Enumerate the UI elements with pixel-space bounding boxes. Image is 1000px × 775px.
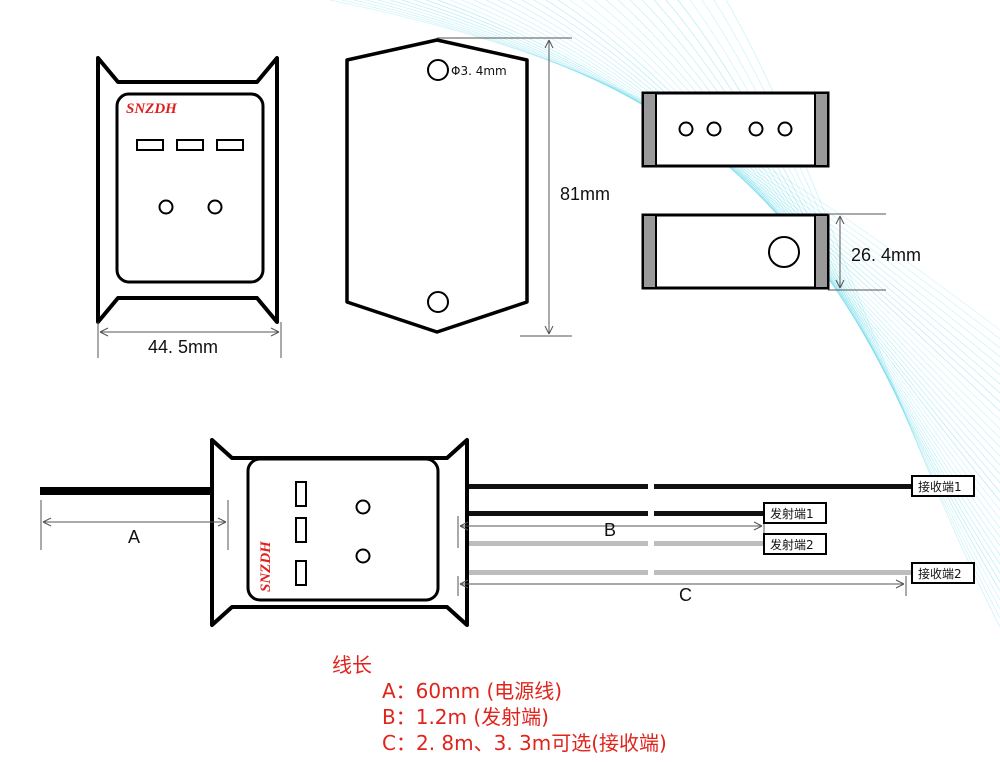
controller-indicator-slot-2 <box>295 517 307 543</box>
controller-indicator-slot-1 <box>295 481 307 507</box>
wire-port-1 <box>678 121 694 137</box>
controller-indicator-slot-3 <box>295 560 307 586</box>
wiring-view: SNZDH A B C <box>40 438 975 627</box>
wire-length-spec: 线长 A：60mm (电源线) B：1.2m (发射端) C：2. 8m、3. … <box>332 652 667 756</box>
front-view: SNZDH 44. 5mm <box>96 56 282 358</box>
side-view-bottom: 26. 4mm <box>641 213 921 291</box>
back-view: Φ3. 4mm 81mm <box>345 37 610 337</box>
depth-dimension-label: 26. 4mm <box>851 245 921 265</box>
width-dimension-label: 44. 5mm <box>148 337 218 357</box>
receiver2-tag: 接收端2 <box>911 562 975 584</box>
wave-line <box>485 0 1000 448</box>
receiver1-tag-label: 接收端1 <box>918 479 962 494</box>
wave-line <box>497 0 1000 457</box>
emitter1-wire-a <box>455 511 648 516</box>
front-indicator-slot-2 <box>176 139 204 151</box>
controller-inner-panel <box>246 457 440 602</box>
depth-dimension <box>828 213 886 291</box>
length-a-label: A <box>128 527 140 547</box>
back-view-outline <box>345 38 529 334</box>
back-mounting-hole-bottom <box>427 291 449 313</box>
back-mounting-hole-top <box>427 59 449 81</box>
wave-line <box>461 0 1000 430</box>
controller-hole-top <box>355 499 371 515</box>
wave-line <box>701 0 1000 610</box>
side-view-top-end-right <box>814 92 829 167</box>
front-view-inner-panel <box>115 92 265 284</box>
side-view-top <box>641 91 830 168</box>
front-indicator-slot-1 <box>136 139 164 151</box>
power-cable-port <box>768 236 800 268</box>
emitter1-wire-b <box>654 511 764 516</box>
emitter2-tag-label: 发射端2 <box>770 537 814 552</box>
wave-line <box>521 0 1000 475</box>
spec-title: 线长 <box>332 653 372 677</box>
receiver2-wire-b <box>654 570 912 575</box>
spec-length-a: A：60mm (电源线) <box>382 679 563 703</box>
wire-port-3 <box>748 121 764 137</box>
wave-line <box>473 0 1000 439</box>
length-b-dimension <box>457 516 765 548</box>
receiver2-wire-a <box>455 570 648 575</box>
length-c-label: C <box>679 585 692 605</box>
spec-length-b: B：1.2m (发射端) <box>382 705 549 729</box>
side-view-bottom-end-left <box>642 214 657 289</box>
emitter1-tag: 发射端1 <box>763 502 827 524</box>
width-dimension <box>97 322 282 358</box>
emitter2-tag: 发射端2 <box>763 533 827 555</box>
receiver1-tag: 接收端1 <box>911 475 975 497</box>
length-b-label: B <box>604 520 616 540</box>
side-view-top-end-left <box>642 92 657 167</box>
height-dimension-label: 81mm <box>560 184 610 204</box>
side-view-bottom-body <box>641 213 830 290</box>
length-c-dimension <box>457 576 907 596</box>
wire-port-2 <box>706 121 722 137</box>
emitter1-tag-label: 发射端1 <box>770 506 814 521</box>
receiver1-wire-a <box>455 484 648 489</box>
side-view-bottom-end-right <box>814 214 829 289</box>
emitter2-wire-a <box>455 541 648 546</box>
wave-line <box>509 0 1000 466</box>
wire-port-4 <box>777 121 793 137</box>
emitter2-wire-b <box>654 541 764 546</box>
hole-diameter-label: Φ3. 4mm <box>451 64 507 78</box>
front-brand-logo: SNZDH <box>126 101 178 117</box>
controller-hole-bottom <box>355 548 371 564</box>
receiver2-tag-label: 接收端2 <box>918 566 962 581</box>
spec-length-c: C：2. 8m、3. 3m可选(接收端) <box>382 731 667 755</box>
front-hole-left <box>158 199 174 215</box>
wave-line <box>725 0 1000 628</box>
wave-line <box>533 0 1000 484</box>
wave-line <box>689 0 1000 601</box>
controller-brand-logo: SNZDH <box>258 540 274 592</box>
wave-line <box>677 0 1000 592</box>
length-a-dimension <box>40 500 229 550</box>
receiver1-wire-b <box>654 484 912 489</box>
height-dimension <box>437 37 572 337</box>
front-hole-right <box>207 199 223 215</box>
front-indicator-slot-3 <box>216 139 244 151</box>
wave-line <box>449 0 1000 421</box>
wave-line <box>713 0 1000 619</box>
power-cable <box>40 487 230 495</box>
side-view-top-body <box>641 91 830 168</box>
